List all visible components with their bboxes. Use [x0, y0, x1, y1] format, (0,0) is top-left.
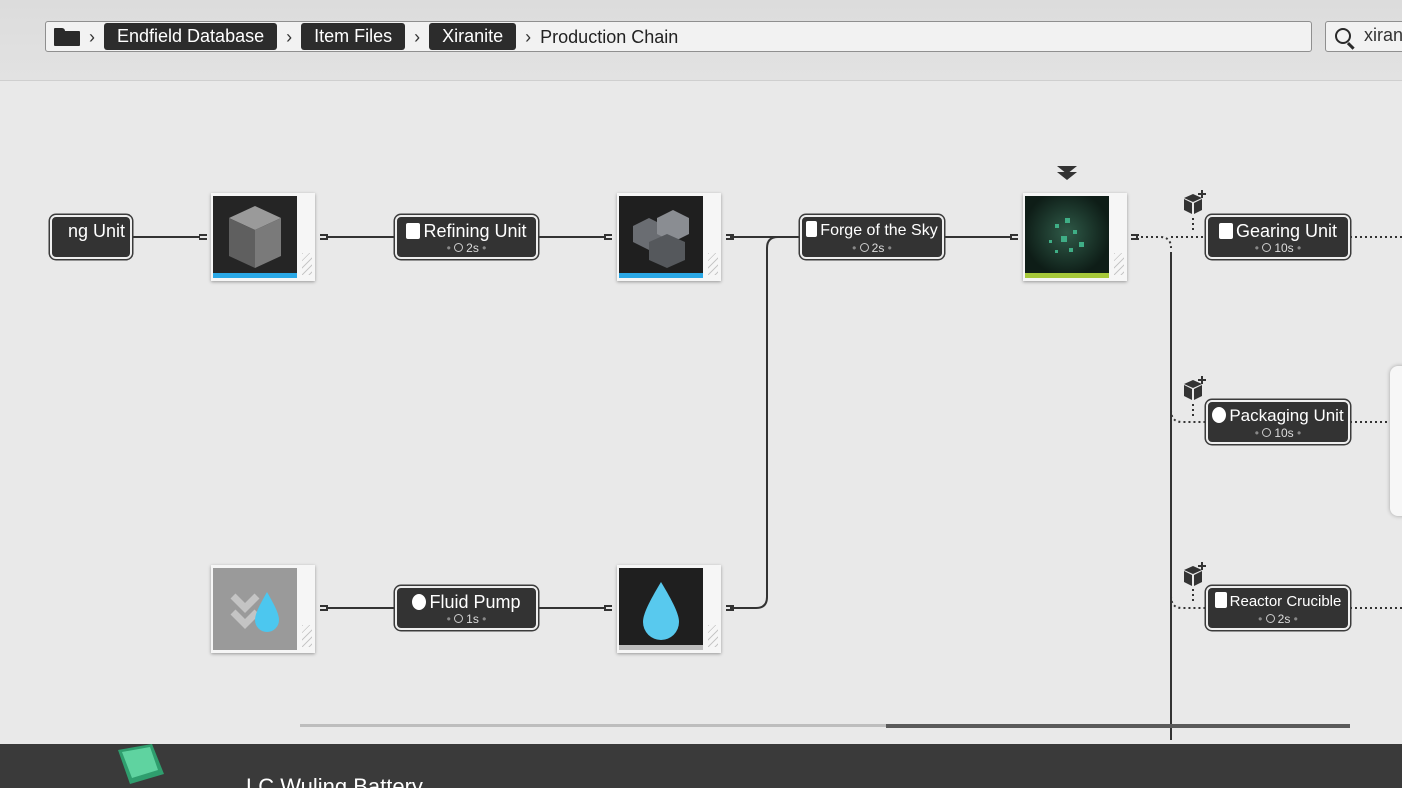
output-port: [320, 234, 328, 240]
machine-name: Fluid Pump: [429, 592, 521, 612]
machine-name: Gearing Unit: [1235, 221, 1338, 241]
clock-icon: [1262, 428, 1272, 437]
folder-icon[interactable]: [54, 27, 80, 46]
machine-name: Refining Unit: [423, 221, 527, 241]
top-bar: › Endfield Database › Item Files › Xiran…: [0, 0, 1402, 81]
chevron-right-icon: ›: [414, 26, 421, 47]
machine-node-reactor-crucible[interactable]: Reactor Crucible 2s: [1206, 586, 1350, 630]
search-icon[interactable]: [1335, 28, 1351, 44]
item-tile-water[interactable]: [617, 565, 721, 653]
battery-item-icon: [118, 744, 164, 784]
packaging-unit-icon: [1212, 407, 1227, 423]
output-port: [726, 605, 734, 611]
water-drop-icon: [643, 582, 679, 640]
item-tile-ore-cube[interactable]: [211, 193, 315, 281]
machine-node-left-partial[interactable]: ng Unit: [50, 215, 132, 259]
search-input[interactable]: [1364, 25, 1402, 46]
machine-name: Packaging Unit: [1229, 406, 1344, 425]
machine-name: ng Unit: [67, 221, 125, 241]
search-box[interactable]: [1325, 21, 1402, 52]
scrollbar-thumb[interactable]: [886, 724, 1350, 728]
water-source-icon: [230, 592, 279, 632]
add-box-icon[interactable]: [1181, 190, 1207, 216]
refining-unit-icon: [406, 223, 421, 239]
top-dots-decoration: [0, 6, 1402, 12]
input-port: [604, 605, 612, 611]
refined-chunks-icon: [633, 210, 689, 268]
breadcrumb-item-files[interactable]: Item Files: [301, 23, 406, 50]
connection-wires: [132, 166, 1402, 740]
bottom-panel: LC Wuling Battery: [0, 744, 1402, 788]
input-port: [1010, 234, 1018, 240]
add-box-icon[interactable]: [1181, 562, 1207, 588]
output-port: [726, 234, 734, 240]
input-port: [199, 234, 207, 240]
breadcrumb: › Endfield Database › Item Files › Xiran…: [45, 21, 1312, 52]
machine-name: Reactor Crucible: [1229, 593, 1342, 610]
clock-icon: [454, 243, 464, 252]
forge-icon: [806, 221, 818, 237]
breadcrumb-current: Production Chain: [540, 26, 679, 47]
item-tile-xiranite[interactable]: [1023, 193, 1127, 281]
side-panel-edge[interactable]: [1390, 366, 1402, 516]
machine-name: Forge of the Sky: [820, 222, 938, 239]
machine-time: 1s: [466, 612, 479, 626]
ore-cube-icon: [229, 206, 281, 268]
triangle-marker-icon: [1057, 172, 1077, 180]
machine-node-packaging-unit[interactable]: Packaging Unit 10s: [1206, 400, 1350, 444]
clock-icon: [454, 614, 464, 623]
machine-time: 10s: [1274, 426, 1294, 440]
horizontal-scrollbar[interactable]: [300, 724, 1350, 728]
add-box-icon[interactable]: [1181, 376, 1207, 402]
input-port: [604, 234, 612, 240]
reactor-crucible-icon: [1214, 592, 1227, 608]
machine-time: 2s: [466, 241, 479, 255]
chevron-right-icon: ›: [89, 26, 95, 47]
item-tile-refined-chunks[interactable]: [617, 193, 721, 281]
chevron-right-icon: ›: [525, 26, 532, 47]
triangle-marker-icon: [1057, 166, 1077, 174]
item-tile-water-source[interactable]: [211, 565, 315, 653]
gearing-unit-icon: [1218, 223, 1233, 239]
clock-icon: [1262, 243, 1272, 252]
breadcrumb-xiranite[interactable]: Xiranite: [429, 23, 517, 50]
breadcrumb-endfield-database[interactable]: Endfield Database: [104, 23, 278, 50]
output-port: [320, 605, 328, 611]
clock-icon: [859, 243, 869, 252]
machine-node-gearing-unit[interactable]: Gearing Unit 10s: [1206, 215, 1350, 259]
machine-node-refining-unit[interactable]: Refining Unit 2s: [395, 215, 538, 259]
machine-node-fluid-pump[interactable]: Fluid Pump 1s: [395, 586, 538, 630]
machine-time: 2s: [1277, 612, 1291, 626]
fluid-pump-icon: [412, 594, 427, 610]
xiranite-icon: [1049, 218, 1084, 253]
machine-time: 10s: [1274, 241, 1294, 255]
production-chain-canvas[interactable]: ng Unit Refining Unit 2s Forge of the Sk…: [0, 80, 1402, 744]
chevron-right-icon: ›: [286, 26, 293, 47]
bottom-item-title: LC Wuling Battery: [246, 774, 423, 788]
output-port: [1131, 234, 1139, 240]
clock-icon: [1265, 614, 1275, 623]
machine-node-forge-of-the-sky[interactable]: Forge of the Sky 2s: [800, 215, 944, 259]
machine-time: 2s: [871, 241, 885, 255]
